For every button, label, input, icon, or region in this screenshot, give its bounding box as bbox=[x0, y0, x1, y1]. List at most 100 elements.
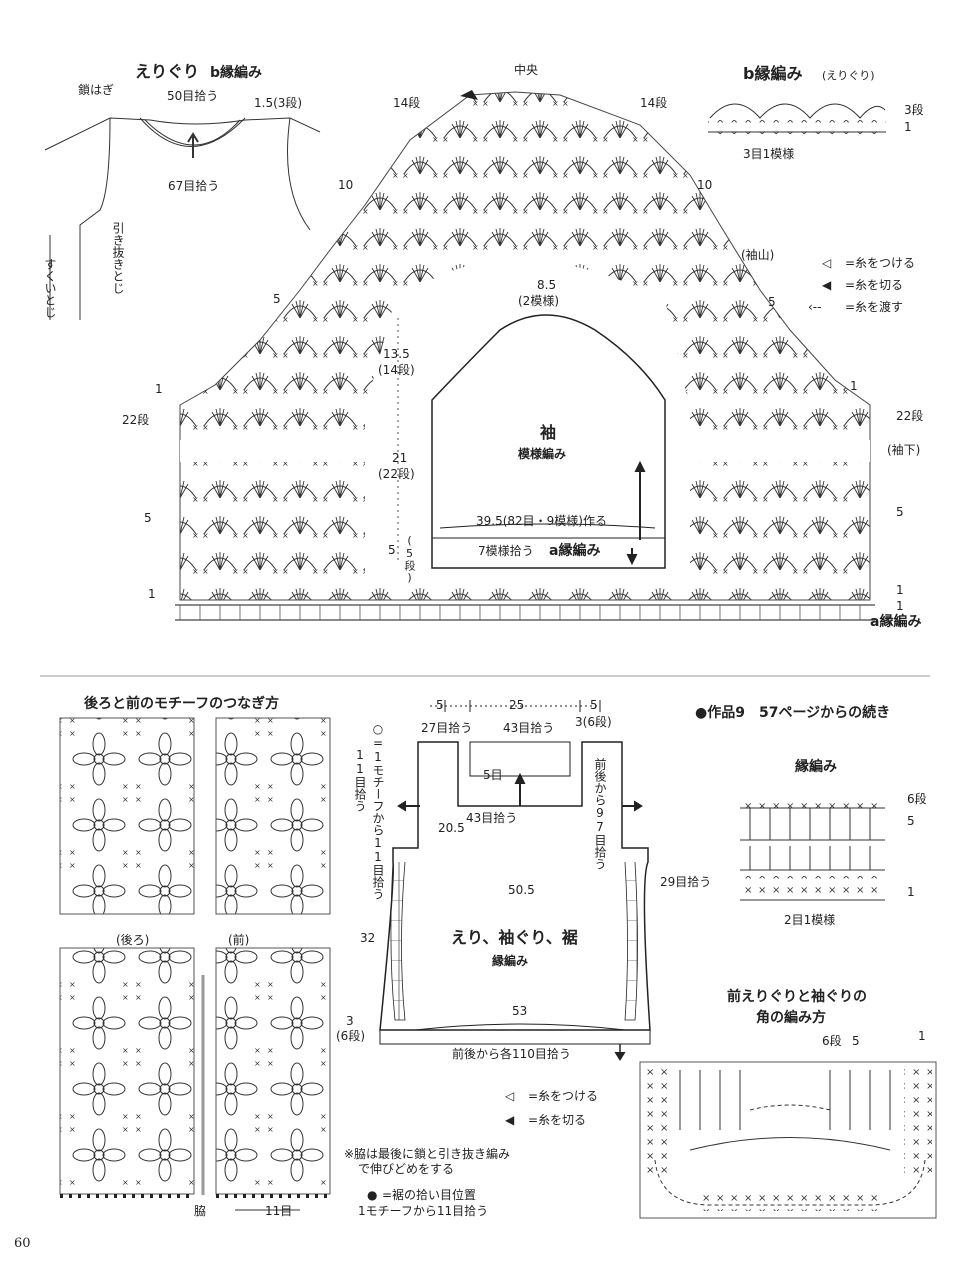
collar-diagram bbox=[44, 117, 321, 320]
corner-row1: 1 bbox=[918, 1029, 926, 1043]
sleeve-top-width: 8.5 bbox=[537, 278, 557, 292]
collar-subtitle: b縁編み bbox=[210, 65, 263, 81]
pickup-eleven: 11目拾う bbox=[353, 748, 367, 812]
row14-right: 14段 bbox=[640, 96, 668, 110]
sleeve-cap-label: (袖山) bbox=[741, 248, 775, 262]
legend-cut-icon: ◀ bbox=[822, 278, 832, 292]
sleeve-edge-height: 5 bbox=[388, 543, 396, 557]
legend-carry: =糸を渡す bbox=[845, 300, 904, 314]
work9-edging-chart bbox=[740, 795, 885, 901]
hem-dot-icon: ● bbox=[367, 1188, 378, 1202]
edging-b-note: (えりぐり) bbox=[822, 69, 875, 82]
sleeve-schematic bbox=[397, 314, 666, 569]
edging-b-title: b縁編み bbox=[743, 64, 803, 83]
legend-bottom-cut-icon: ◀ bbox=[505, 1113, 515, 1127]
sleeve-pickup: 7模様拾う bbox=[478, 544, 534, 558]
corner-title-2: 角の編み方 bbox=[756, 1010, 826, 1026]
row5-left: 5 bbox=[273, 292, 281, 306]
rows-5: 5目 bbox=[483, 768, 503, 782]
sleeve-edging: a縁編み bbox=[549, 543, 601, 559]
legend-attach: =糸をつける bbox=[845, 256, 916, 270]
sleeve-cap-height: 13.5 bbox=[383, 347, 410, 361]
row1-right: 1 bbox=[850, 379, 858, 393]
stitch-count-label: 11目 bbox=[265, 1204, 293, 1218]
collar-pickup-top: 50目拾う bbox=[167, 89, 219, 103]
row5b-right: 5 bbox=[896, 505, 904, 519]
scoop-join-label: すくいとじ bbox=[43, 258, 57, 318]
height-32: 32 bbox=[360, 931, 376, 945]
motif-join-title: 後ろと前のモチーフのつなぎ方 bbox=[84, 696, 280, 712]
rows-3-6: 3(6段) bbox=[575, 715, 612, 729]
side-note-2: で伸びどめをする bbox=[358, 1162, 455, 1176]
width-right: 5 bbox=[590, 698, 598, 712]
work9-row1: 1 bbox=[907, 885, 915, 899]
collar-pickup-bottom: 67目拾う bbox=[168, 179, 220, 193]
pick-97: 前後から97目拾う bbox=[593, 758, 607, 870]
page-number: 60 bbox=[14, 1236, 31, 1251]
width-left: 5 bbox=[436, 698, 444, 712]
height-3: 3 bbox=[346, 1014, 354, 1028]
hem-note-2: 1モチーフから11目拾う bbox=[358, 1204, 489, 1218]
row14-left: 14段 bbox=[393, 96, 421, 110]
underarm-label: (袖下) bbox=[887, 443, 921, 457]
legend-cut: =糸を切る bbox=[845, 278, 904, 292]
row1-left: 1 bbox=[155, 382, 163, 396]
sleeve-body-rows: (22段) bbox=[378, 467, 415, 481]
legend-bottom-cut: =糸を切る bbox=[528, 1113, 587, 1127]
front-label: (前) bbox=[228, 933, 250, 947]
body-subtitle: 縁編み bbox=[492, 954, 529, 968]
row10-left: 10 bbox=[338, 178, 354, 192]
edging-b-row1: 1 bbox=[904, 120, 912, 134]
edging-b-row3: 3段 bbox=[904, 103, 924, 117]
legend-bottom-attach: =糸をつける bbox=[528, 1089, 599, 1103]
sleeve-body-height: 21 bbox=[392, 451, 408, 465]
hem-note: =裾の拾い目位置 bbox=[382, 1188, 477, 1202]
pick-27: 27目拾う bbox=[421, 721, 473, 735]
edging-b-chart bbox=[708, 103, 886, 134]
sleeve-cap-rows: (14段) bbox=[378, 363, 415, 377]
edging-a-label: a縁編み bbox=[870, 614, 922, 630]
center-label: 中央 bbox=[514, 63, 539, 77]
work9-title: ●作品9 57ページからの続き bbox=[695, 705, 891, 721]
row1b-left: 1 bbox=[148, 587, 156, 601]
sleeve-top-repeat: (2模様) bbox=[518, 294, 559, 308]
width-center: 25 bbox=[509, 698, 525, 712]
pick-43-top: 43目拾う bbox=[503, 721, 555, 735]
row1b-right: 1 bbox=[896, 583, 904, 597]
pick-43-bottom: 43目拾う bbox=[466, 811, 518, 825]
pick-110: 前後から各110目拾う bbox=[452, 1047, 571, 1061]
corner-row5: 5 bbox=[852, 1034, 860, 1048]
corner-chart bbox=[639, 1061, 937, 1219]
sleeve-title: 袖 bbox=[540, 423, 557, 442]
row10-right: 10 bbox=[697, 178, 713, 192]
slip-join-label: 引き抜きとじ bbox=[111, 222, 125, 294]
side-label: 脇 bbox=[194, 1204, 207, 1218]
height-6-rows: (6段) bbox=[336, 1029, 365, 1043]
work9-repeat: 2目1模様 bbox=[784, 913, 836, 927]
pick-29: 29目拾う bbox=[660, 875, 712, 889]
body-title: えり、袖ぐり、裾 bbox=[451, 928, 578, 947]
corner-row6: 6段 bbox=[822, 1034, 842, 1048]
sleeve-edge-rows: (5段) bbox=[403, 534, 416, 584]
collar-rows-note: 1.5(3段) bbox=[254, 96, 303, 110]
corner-title-1: 前えりぐりと袖ぐりの bbox=[727, 989, 867, 1005]
edging-b-repeat: 3目1模様 bbox=[743, 147, 795, 161]
body-schematic bbox=[379, 700, 651, 1061]
motif-note: ○=1モチーフから11目拾う bbox=[371, 722, 385, 900]
row22-left: 22段 bbox=[122, 413, 150, 427]
width-53: 53 bbox=[512, 1004, 528, 1018]
work9-row5: 5 bbox=[907, 814, 915, 828]
legend-attach-icon: ◁ bbox=[822, 256, 832, 270]
row5b-left: 5 bbox=[144, 511, 152, 525]
width-20-5: 20.5 bbox=[438, 821, 465, 835]
back-label: (後ろ) bbox=[116, 933, 150, 947]
row5-right: 5 bbox=[768, 295, 776, 309]
legend-carry-icon: ‹-- bbox=[808, 300, 822, 314]
sleeve-cast-on: 39.5(82目・9模様)作る bbox=[476, 514, 607, 528]
row22-right: 22段 bbox=[896, 409, 924, 423]
side-note-1: ※脇は最後に鎖と引き抜き編み bbox=[344, 1147, 511, 1161]
motif-grid bbox=[59, 717, 331, 1211]
chain-join-label: 鎖はぎ bbox=[78, 83, 115, 97]
width-50-5: 50.5 bbox=[508, 883, 535, 897]
